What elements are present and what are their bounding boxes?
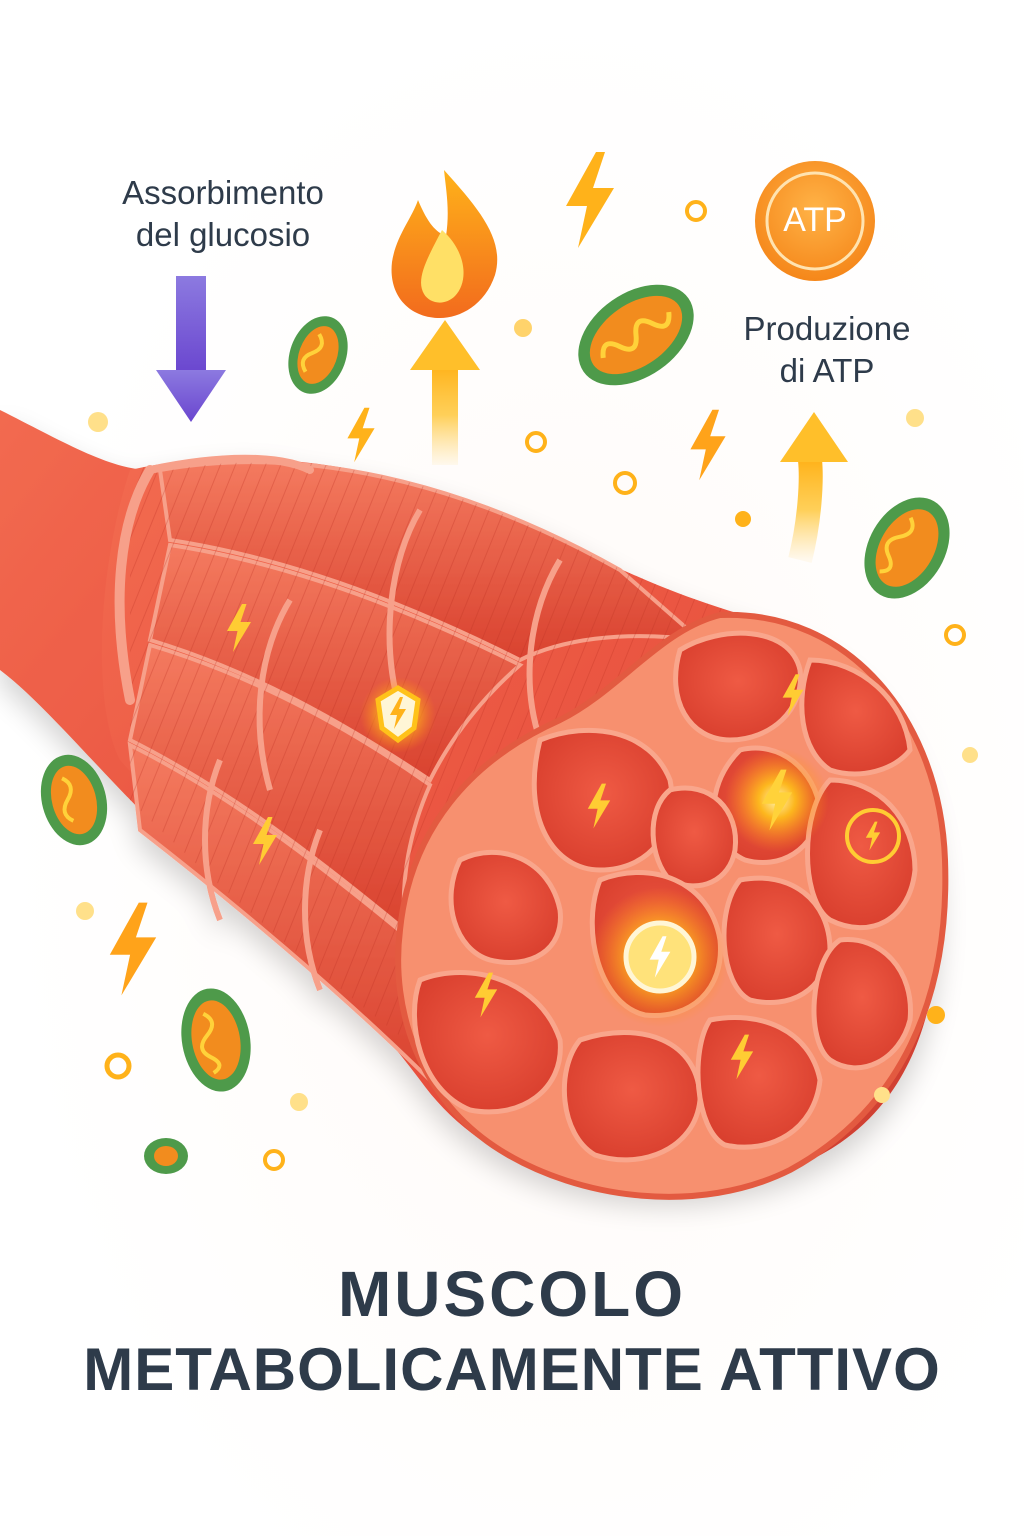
sheath-band (114, 465, 155, 705)
muscle-cell (531, 727, 675, 873)
atp-badge-label: ATP (783, 201, 847, 239)
lightning-icon (109, 902, 157, 996)
sheath-band (526, 558, 563, 741)
glucose-uptake-label: Assorbimento del glucosio (88, 172, 358, 256)
mitochondrion-icon (181, 988, 251, 1092)
lightning-icon (566, 152, 614, 248)
sheath-band (146, 454, 314, 474)
title-line-2: METABOLICAMENTE ATTIVO (83, 1336, 941, 1403)
muscle-cell (448, 849, 563, 966)
sheath-band (302, 828, 323, 992)
lightning-icon (347, 407, 375, 463)
up-arrow-icon (410, 320, 480, 465)
muscle-cell (695, 1015, 823, 1150)
sparkle-dots (76, 200, 978, 1171)
lightning-icon (690, 409, 726, 481)
muscle-cell (561, 1030, 703, 1163)
flame-icon (391, 170, 498, 318)
glucose-uptake-line-1: Assorbimento (122, 174, 324, 211)
mitochondrion-icon (578, 284, 694, 386)
mitochondrion-icon (40, 754, 108, 846)
atp-production-line-2: di ATP (779, 352, 875, 389)
atp-production-line-1: Produzione (743, 310, 911, 347)
glucose-uptake-line-2: del glucosio (135, 216, 311, 253)
muscle-cell (673, 630, 803, 743)
title-line-1: MUSCOLO (337, 1258, 687, 1330)
mitochondrion-icon (288, 316, 348, 394)
muscle-cell (650, 785, 739, 889)
mitochondrion-icon (144, 1138, 188, 1174)
energy-badge-icon (360, 677, 436, 753)
energy-ring-icon (845, 808, 901, 864)
muscle-cell (811, 937, 913, 1071)
mitochondrion-icon (864, 497, 950, 599)
up-arrow-icon (780, 412, 848, 563)
muscle-cell (411, 970, 563, 1115)
sheath-band (256, 598, 293, 791)
atp-production-label: Produzione di ATP (712, 308, 942, 392)
sheath-band (202, 758, 223, 922)
muscle-cross-section (395, 611, 949, 1200)
down-arrow-icon (156, 276, 226, 422)
atp-badge-icon (755, 161, 875, 281)
muscle-cell (799, 657, 913, 777)
